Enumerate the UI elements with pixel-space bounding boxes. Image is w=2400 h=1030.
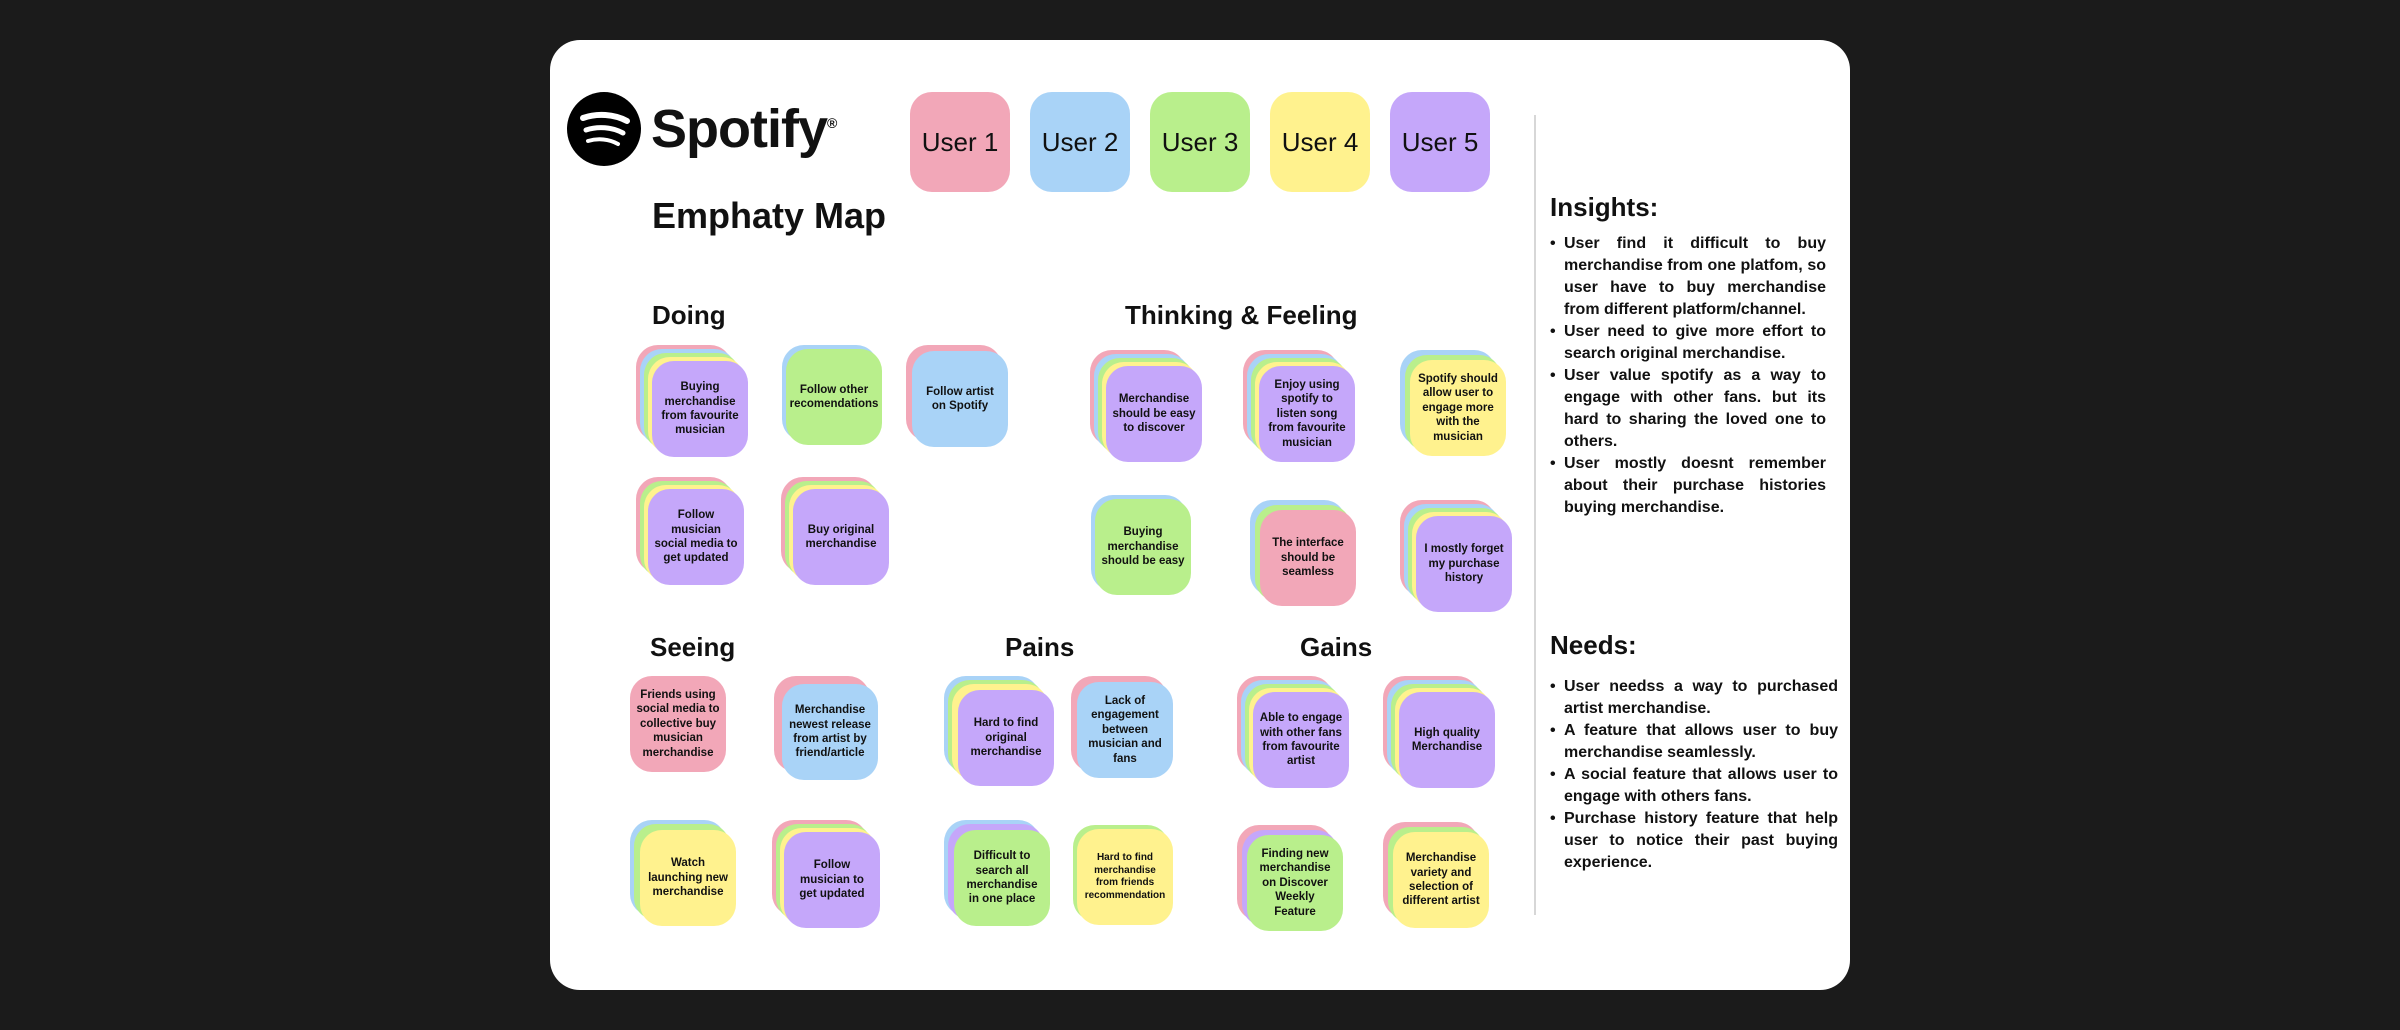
insight-item: User mostly doesnt remember about their … [1550, 453, 1826, 519]
sticky-note-stack: Buying merchandise should be easy [1091, 495, 1199, 603]
user-chip-2: User 2 [1030, 92, 1130, 192]
sticky-note-stack: Buying merchandise from favourite musici… [636, 345, 748, 457]
section-pains: Pains [1005, 632, 1075, 662]
sticky-note-stack: Follow artist on Spotify [906, 345, 1014, 453]
sticky-note: Hard to find original merchandise [958, 690, 1054, 786]
user-chip-4: User 4 [1270, 92, 1370, 192]
sticky-note-stack: Watch launching new merchandise [630, 820, 738, 928]
sticky-note: Finding new merchandise on Discover Week… [1247, 835, 1343, 931]
section-seeing: Seeing [650, 632, 736, 662]
sticky-note-stack: Difficult to search all merchandise in o… [944, 820, 1052, 928]
needs-list: User needss a way to purchased artist me… [1550, 676, 1838, 874]
sticky-note: Able to engage with other fans from favo… [1253, 692, 1349, 788]
sticky-note-stack: The interface should be seamless [1250, 500, 1358, 608]
sticky-note: Watch launching new merchandise [640, 830, 736, 926]
need-item: A social feature that allows user to eng… [1550, 764, 1838, 808]
sticky-note-stack: Buy original merchandise [781, 477, 889, 585]
sticky-note: Merchandise newest release from artist b… [782, 684, 878, 780]
need-item: Purchase history feature that help user … [1550, 808, 1838, 874]
sticky-note: High quality Merchandise [1399, 692, 1495, 788]
sticky-note-stack: Friends using social media to collective… [630, 676, 738, 784]
need-item: A feature that allows user to buy mercha… [1550, 720, 1838, 764]
user-chip-1: User 1 [910, 92, 1010, 192]
sticky-note: I mostly forget my purchase history [1416, 516, 1512, 612]
user-chip-5: User 5 [1390, 92, 1490, 192]
sticky-note: Follow musician social media to get upda… [648, 489, 744, 585]
sticky-note: Follow artist on Spotify [912, 351, 1008, 447]
spotify-logo-icon [567, 92, 641, 166]
sticky-note-stack: High quality Merchandise [1383, 676, 1495, 788]
sticky-note-stack: Finding new merchandise on Discover Week… [1237, 825, 1345, 933]
insights-heading: Insights: [1550, 192, 1659, 222]
needs-heading: Needs: [1550, 630, 1637, 660]
vertical-divider [1534, 115, 1536, 915]
spotify-logo: Spotify® [567, 92, 837, 166]
sticky-note: Buy original merchandise [793, 489, 889, 585]
insight-item: User value spotify as a way to engage wi… [1550, 365, 1826, 453]
sticky-note: Difficult to search all merchandise in o… [954, 830, 1050, 926]
sticky-note: Lack of engagement between musician and … [1077, 682, 1173, 778]
sticky-note-stack: Lack of engagement between musician and … [1071, 676, 1179, 784]
insight-item: User need to give more effort to search … [1550, 321, 1826, 365]
sticky-note-stack: Hard to find original merchandise [944, 676, 1054, 786]
sticky-note-stack: Follow musician to get updated [772, 820, 880, 928]
sticky-note: Follow musician to get updated [784, 832, 880, 928]
sticky-note-stack: Spotify should allow user to engage more… [1400, 350, 1508, 458]
insights-list: User find it difficult to buy merchandis… [1550, 233, 1826, 519]
sticky-note-stack: Follow other recomendations [782, 345, 890, 453]
section-gains: Gains [1300, 632, 1373, 662]
section-doing: Doing [652, 300, 726, 330]
sticky-note: Merchandise should be easy to discover [1106, 366, 1202, 462]
brand-name: Spotify® [651, 99, 837, 159]
page-title: Emphaty Map [652, 195, 887, 236]
sticky-note-stack: Follow musician social media to get upda… [636, 477, 744, 585]
user-chip-3: User 3 [1150, 92, 1250, 192]
sticky-note: Spotify should allow user to engage more… [1410, 360, 1506, 456]
sticky-note-stack: Merchandise variety and selection of dif… [1383, 822, 1491, 930]
sticky-note: Buying merchandise should be easy [1095, 499, 1191, 595]
sticky-note-stack: Hard to find merchandise from friends re… [1073, 825, 1181, 933]
empathy-map-board: Spotify® User 1 User 2 User 3 User 4 Use… [550, 40, 1850, 990]
sticky-note: Buying merchandise from favourite musici… [652, 361, 748, 457]
sticky-note: Friends using social media to collective… [630, 676, 726, 772]
insight-item: User find it difficult to buy merchandis… [1550, 233, 1826, 321]
need-item: User needss a way to purchased artist me… [1550, 676, 1838, 720]
sticky-note-stack: Enjoy using spotify to listen song from … [1243, 350, 1355, 462]
sticky-note-stack: I mostly forget my purchase history [1400, 500, 1512, 612]
sticky-note: Follow other recomendations [786, 349, 882, 445]
sticky-note-stack: Merchandise should be easy to discover [1090, 350, 1202, 462]
sticky-note: The interface should be seamless [1260, 510, 1356, 606]
sticky-note: Hard to find merchandise from friends re… [1077, 829, 1173, 925]
sticky-note: Merchandise variety and selection of dif… [1393, 832, 1489, 928]
sticky-note-stack: Merchandise newest release from artist b… [774, 676, 882, 784]
section-thinking-feeling: Thinking & Feeling [1125, 300, 1358, 330]
sticky-note: Enjoy using spotify to listen song from … [1259, 366, 1355, 462]
sticky-note-stack: Able to engage with other fans from favo… [1237, 676, 1349, 788]
